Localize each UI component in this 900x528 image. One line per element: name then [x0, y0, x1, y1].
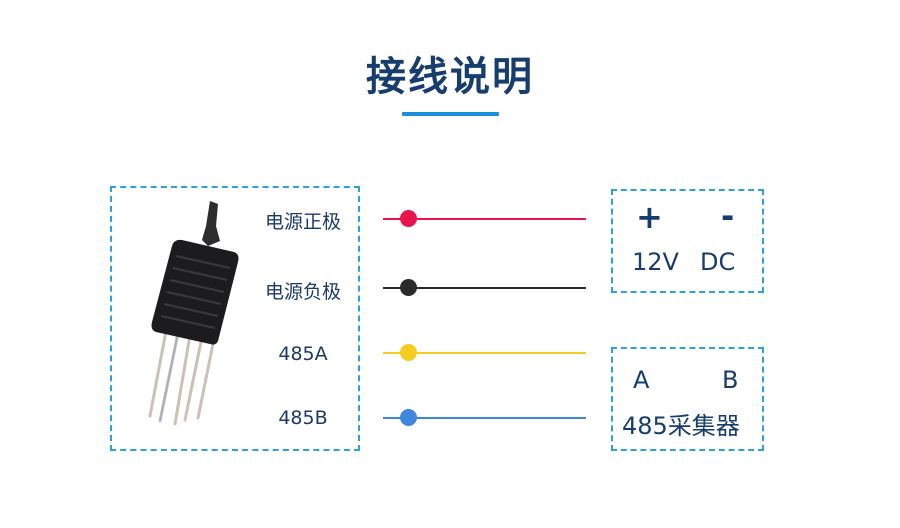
- wire-485b: [383, 417, 586, 419]
- wire-power-negative: [383, 287, 586, 289]
- page-title: 接线说明: [366, 54, 534, 100]
- plus-terminal: +: [636, 198, 663, 236]
- terminal-b: B: [722, 366, 739, 394]
- terminal-a: A: [633, 366, 650, 394]
- collector-label: 485采集器: [622, 412, 740, 440]
- wire-label-power-positive: 电源正极: [264, 211, 341, 233]
- wire-power-positive: [383, 218, 586, 220]
- sensor-box: [110, 186, 360, 451]
- wire-label-485b: 485B: [278, 407, 328, 429]
- soil-sensor-probe-icon: [148, 201, 239, 426]
- voltage-label: 12V: [632, 248, 679, 276]
- wire-485a: [383, 352, 586, 354]
- wire-dot-power-positive: [400, 210, 417, 227]
- minus-terminal: -: [721, 197, 735, 235]
- wire-dot-power-negative: [400, 279, 417, 296]
- wire-dot-485a: [400, 344, 417, 361]
- wire-label-power-negative: 电源负极: [264, 281, 341, 303]
- wire-label-485a: 485A: [278, 343, 328, 365]
- wire-dot-485b: [400, 409, 417, 426]
- power-supply-box: [611, 189, 764, 293]
- title-underline: [402, 112, 499, 116]
- rs485-collector-box: [611, 347, 764, 451]
- dc-label: DC: [700, 248, 736, 276]
